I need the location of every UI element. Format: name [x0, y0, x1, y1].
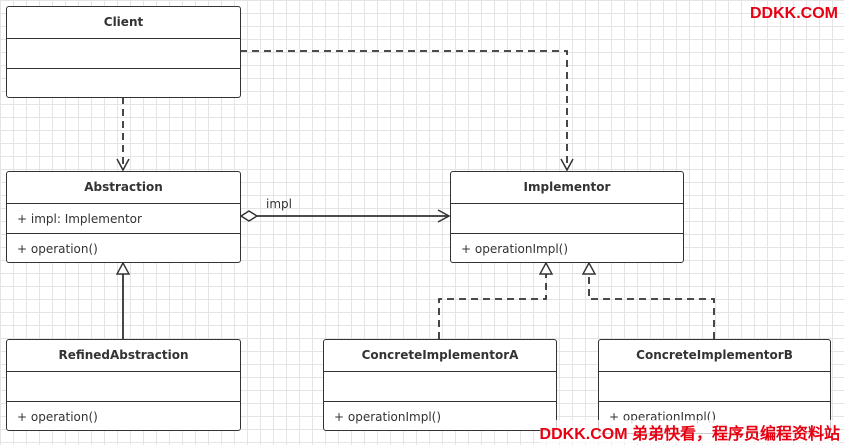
- class-concrete-implementor-a[interactable]: ConcreteImplementorA + operationImpl(): [323, 339, 557, 431]
- class-name: Implementor: [451, 172, 683, 204]
- class-name: Abstraction: [7, 172, 240, 204]
- dependency-client-implementor: [240, 50, 574, 172]
- aggregation-label: impl: [266, 197, 292, 211]
- class-attributes: [7, 39, 240, 69]
- class-abstraction[interactable]: Abstraction + impl: Implementor + operat…: [6, 171, 241, 263]
- class-refined-abstraction[interactable]: RefinedAbstraction + operation(): [6, 339, 241, 431]
- watermark-top: DDKK.COM: [750, 5, 838, 22]
- class-name: Client: [7, 7, 240, 39]
- class-name: ConcreteImplementorA: [324, 340, 556, 372]
- class-implementor[interactable]: Implementor + operationImpl(): [450, 171, 684, 263]
- class-operations: + operationImpl(): [334, 410, 442, 424]
- watermark-bottom: DDKK.COM 弟弟快看，程序员编程资料站: [539, 420, 840, 444]
- class-operations: + operationImpl(): [461, 242, 569, 256]
- class-name: RefinedAbstraction: [7, 340, 240, 372]
- class-operations: + operation(): [17, 242, 98, 256]
- class-operations: + operation(): [17, 410, 98, 424]
- class-attributes: [599, 372, 830, 402]
- realization-concrete-implementor-a: [438, 263, 546, 339]
- class-attributes: [451, 204, 683, 234]
- class-name: ConcreteImplementorB: [599, 340, 830, 372]
- class-attributes: + impl: Implementor: [7, 204, 240, 234]
- class-client[interactable]: Client: [6, 6, 241, 98]
- class-attributes: [324, 372, 556, 402]
- realization-concrete-implementor-b: [589, 263, 715, 339]
- class-operations: [7, 69, 240, 99]
- class-attributes: [7, 372, 240, 402]
